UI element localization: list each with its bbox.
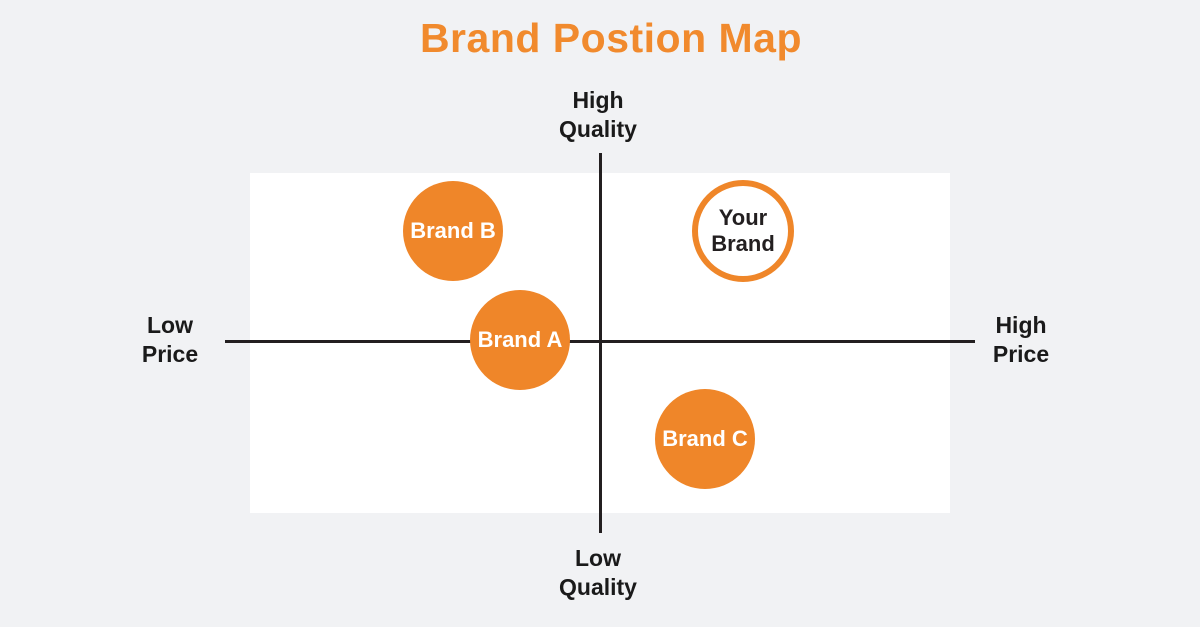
bubble-brand-b-label: Brand B bbox=[410, 218, 496, 244]
bubble-brand-c-label: Brand C bbox=[662, 426, 748, 452]
bubble-brand-a-label: Brand A bbox=[477, 327, 563, 353]
page-title: Brand Postion Map bbox=[419, 15, 803, 61]
bubble-brand-b: Brand B bbox=[403, 181, 503, 281]
axis-label-low-price: Low Price bbox=[141, 312, 199, 367]
axis-label-high-quality: High Quality bbox=[559, 87, 637, 142]
axis-label-low-quality: Low Quality bbox=[559, 545, 637, 600]
axis-label-high-price: High Price bbox=[992, 312, 1050, 367]
bubble-your-brand-label: Your Brand bbox=[711, 205, 775, 256]
bubble-brand-a: Brand A bbox=[470, 290, 570, 390]
bubble-your-brand: Your Brand bbox=[692, 180, 794, 282]
quality-axis-line bbox=[599, 153, 602, 533]
bubble-brand-c: Brand C bbox=[655, 389, 755, 489]
